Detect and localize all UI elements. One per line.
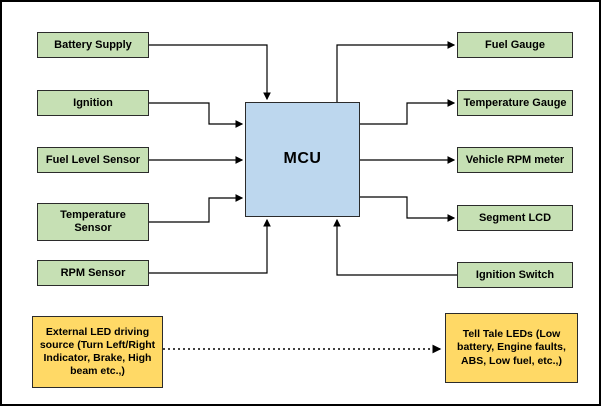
tell-tale-leds-box: Tell Tale LEDs (Low battery, Engine faul… — [445, 313, 578, 383]
arrow-ignition-to-mcu — [149, 102, 244, 128]
arrow-rpm-sensor-to-mcu — [149, 218, 271, 274]
input-box-fuel-level-sensor: Fuel Level Sensor — [37, 147, 149, 173]
input-box-ignition: Ignition — [37, 90, 149, 116]
arrow-mcu-to-fuel-gauge — [336, 41, 456, 102]
output-box-temperature-gauge: Temperature Gauge — [457, 90, 573, 116]
arrow-temperature-sensor-to-mcu — [149, 194, 244, 223]
arrow-battery-supply-to-mcu — [149, 44, 271, 101]
arrow-mcu-to-temperature-gauge — [360, 99, 456, 125]
input-box-rpm-sensor: RPM Sensor — [37, 260, 149, 286]
output-box-fuel-gauge: Fuel Gauge — [457, 32, 573, 58]
arrow-ignition-switch-to-mcu — [333, 218, 457, 276]
output-box-segment-lcd: Segment LCD — [457, 205, 573, 231]
input-box-battery-supply: Battery Supply — [37, 32, 149, 58]
output-box-vehicle-rpm-meter: Vehicle RPM meter — [457, 147, 573, 173]
output-box-ignition-switch: Ignition Switch — [457, 262, 573, 288]
external-led-driving-source-box: External LED driving source (Turn Left/R… — [32, 316, 163, 388]
input-box-temperature-sensor: Temperature Sensor — [37, 203, 149, 241]
arrow-mcu-to-segment-lcd — [360, 196, 456, 222]
mcu-block: MCU — [245, 102, 360, 217]
